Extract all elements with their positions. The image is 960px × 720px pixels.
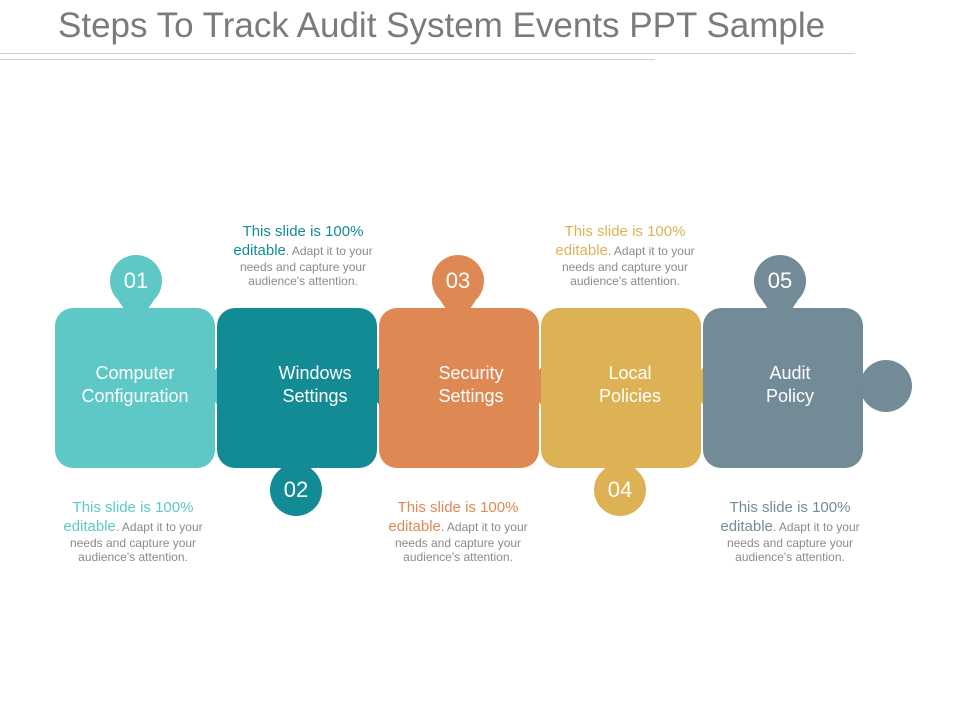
puzzle-piece-5 bbox=[703, 255, 912, 468]
step-5-label-line-2: Policy bbox=[765, 386, 814, 406]
note-lead-2: editable bbox=[233, 242, 286, 259]
step-2-label: Windows Settings bbox=[240, 362, 390, 408]
note-lead-2: editable bbox=[388, 518, 441, 535]
step-1-number: 01 bbox=[123, 268, 149, 293]
note-body-1: . Adapt it to your bbox=[772, 520, 860, 534]
step-4-label: Local Policies bbox=[555, 362, 705, 408]
slide-title: Steps To Track Audit System Events PPT S… bbox=[58, 6, 826, 45]
number-tab-neck bbox=[602, 462, 638, 472]
step-5-label-line-1: Audit bbox=[769, 363, 811, 383]
connector-knob bbox=[860, 360, 912, 412]
step-1-label-line-2: Configuration bbox=[81, 386, 189, 406]
step-5-label: Audit Policy bbox=[715, 362, 865, 408]
note-body-1: . Adapt it to your bbox=[607, 244, 695, 258]
note-lead-2: editable bbox=[63, 518, 116, 535]
step-3-note: This slide is 100% editable. Adapt it to… bbox=[363, 498, 553, 564]
note-body-2: needs and capture your bbox=[69, 536, 197, 550]
piece-body bbox=[217, 308, 377, 468]
number-tab bbox=[594, 464, 646, 516]
step-2-number: 02 bbox=[283, 477, 309, 502]
piece-body bbox=[379, 308, 539, 468]
note-body-2: needs and capture your bbox=[561, 260, 689, 274]
title-underline-short bbox=[0, 59, 655, 60]
note-body-1: . Adapt it to your bbox=[115, 520, 203, 534]
note-lead: This slide is 100% bbox=[242, 223, 364, 240]
step-1-label-line-1: Computer bbox=[95, 363, 175, 383]
number-tab-neck bbox=[440, 300, 476, 312]
number-tab bbox=[110, 255, 162, 307]
step-3-label-line-1: Security bbox=[438, 363, 504, 383]
number-tab-neck bbox=[762, 300, 798, 312]
note-lead-2: editable bbox=[555, 242, 608, 259]
note-body-3: audience's attention. bbox=[248, 274, 358, 288]
note-body-3: audience's attention. bbox=[78, 550, 188, 564]
step-4-label-line-2: Policies bbox=[598, 386, 662, 406]
piece-body bbox=[703, 308, 863, 468]
note-body-3: audience's attention. bbox=[735, 550, 845, 564]
step-1-label: Computer Configuration bbox=[60, 362, 210, 408]
number-tab bbox=[270, 464, 322, 516]
note-lead: This slide is 100% bbox=[72, 499, 194, 516]
number-tab bbox=[754, 255, 806, 307]
step-5-note: This slide is 100% editable. Adapt it to… bbox=[695, 498, 885, 564]
note-lead-2: editable bbox=[720, 518, 773, 535]
note-body-3: audience's attention. bbox=[570, 274, 680, 288]
number-tab-neck bbox=[278, 462, 314, 472]
step-3-label: Security Settings bbox=[396, 362, 546, 408]
note-body-2: needs and capture your bbox=[239, 260, 367, 274]
step-3-label-line-2: Settings bbox=[438, 386, 504, 406]
step-4-number: 04 bbox=[607, 477, 633, 502]
piece-body bbox=[55, 308, 215, 468]
note-body-2: needs and capture your bbox=[394, 536, 522, 550]
step-5-number: 05 bbox=[767, 268, 793, 293]
title-underline bbox=[0, 53, 855, 54]
step-4-label-line-1: Local bbox=[608, 363, 652, 383]
note-lead: This slide is 100% bbox=[729, 499, 851, 516]
note-body-3: audience's attention. bbox=[403, 550, 513, 564]
step-2-label-line-2: Settings bbox=[282, 386, 348, 406]
step-4-note: This slide is 100% editable. Adapt it to… bbox=[530, 222, 720, 288]
note-lead: This slide is 100% bbox=[397, 499, 519, 516]
step-2-note: This slide is 100% editable. Adapt it to… bbox=[208, 222, 398, 288]
note-body-1: . Adapt it to your bbox=[440, 520, 528, 534]
number-tab-neck bbox=[118, 300, 154, 312]
note-lead: This slide is 100% bbox=[564, 223, 686, 240]
step-3-number: 03 bbox=[445, 268, 471, 293]
step-2-label-line-1: Windows bbox=[278, 363, 352, 383]
piece-body bbox=[541, 308, 701, 468]
step-1-note: This slide is 100% editable. Adapt it to… bbox=[38, 498, 228, 564]
note-body-1: . Adapt it to your bbox=[285, 244, 373, 258]
note-body-2: needs and capture your bbox=[726, 536, 854, 550]
number-tab bbox=[432, 255, 484, 307]
